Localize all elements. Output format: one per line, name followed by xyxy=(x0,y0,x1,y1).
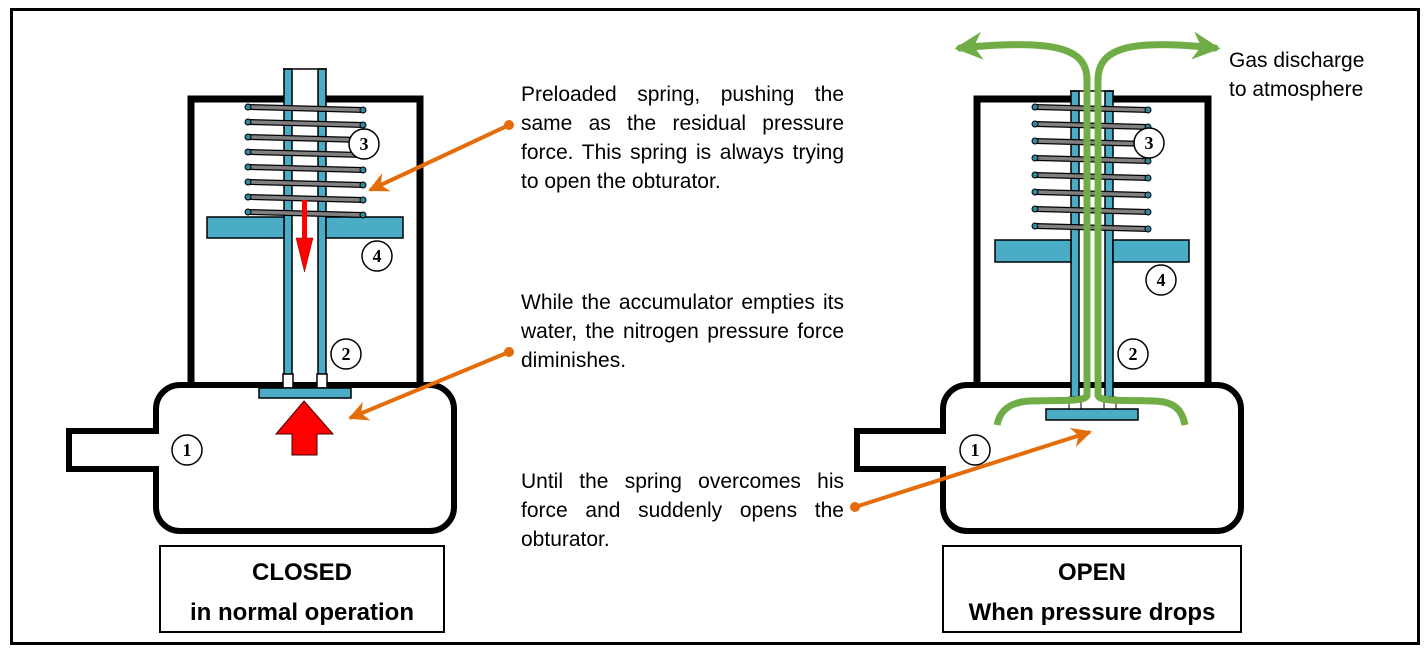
spring-coil xyxy=(1031,222,1152,233)
spring-force-arrow xyxy=(295,200,314,273)
gas-label-line2: to atmosphere xyxy=(1229,78,1364,101)
part-number-2: 2 xyxy=(1117,338,1149,370)
spring-housing xyxy=(973,95,1212,385)
inlet-pipe xyxy=(854,428,952,472)
spring-coil xyxy=(244,103,367,114)
gas-label-line1: Gas discharge xyxy=(1229,49,1365,72)
svg-text:1: 1 xyxy=(971,440,980,460)
pressure-description: While the accumulator empties its water,… xyxy=(521,291,844,372)
part-number-1: 1 xyxy=(171,434,203,466)
closed-caption: CLOSED in normal operation xyxy=(159,545,445,633)
pressure-force-arrow xyxy=(274,400,335,456)
obturator-disc xyxy=(1045,408,1139,421)
closed-valve: 3 4 2 1 xyxy=(66,68,457,534)
spring-description: Preloaded spring, pushing the same as th… xyxy=(521,83,844,193)
pointer-pressure xyxy=(348,347,514,421)
svg-text:4: 4 xyxy=(373,246,382,266)
spring-coil xyxy=(244,193,367,204)
spring-coil xyxy=(244,133,367,144)
open-subtitle: When pressure drops xyxy=(968,599,1216,626)
pointer-spring xyxy=(368,120,514,192)
spring-coil xyxy=(244,178,367,189)
svg-text:3: 3 xyxy=(1145,133,1154,153)
open-title: OPEN xyxy=(1057,559,1126,586)
open-caption: OPEN When pressure drops xyxy=(942,545,1242,633)
gas-discharge-label: Gas discharge to atmosphere xyxy=(1229,46,1364,104)
spring-coil xyxy=(1031,137,1152,148)
spring-coil xyxy=(1031,120,1152,131)
stem-tube xyxy=(1068,90,1117,410)
spring-coils xyxy=(1031,103,1152,233)
spring-coil xyxy=(244,118,367,129)
spring-coil xyxy=(244,163,367,174)
spring-coil xyxy=(1031,188,1152,199)
closed-title: CLOSED xyxy=(251,559,352,586)
closed-subtitle: in normal operation xyxy=(189,599,414,626)
part-number-3: 3 xyxy=(1133,127,1165,159)
spring-plate xyxy=(206,216,404,239)
spring-coil xyxy=(1031,205,1152,216)
part-number-3: 3 xyxy=(348,128,380,160)
obturator-disc xyxy=(258,387,352,399)
svg-text:3: 3 xyxy=(360,134,369,154)
inlet-pipe xyxy=(66,428,164,472)
svg-text:1: 1 xyxy=(183,440,192,460)
spring-coil xyxy=(1031,154,1152,165)
svg-text:4: 4 xyxy=(1157,270,1166,290)
part-number-2: 2 xyxy=(330,338,362,370)
spring-coil xyxy=(1031,171,1152,182)
part-number-4: 4 xyxy=(361,240,393,272)
spring-plate xyxy=(994,239,1190,263)
part-number-4: 4 xyxy=(1145,264,1177,296)
opening-description: Until the spring overcomes his force and… xyxy=(521,470,844,551)
svg-text:2: 2 xyxy=(342,344,351,364)
spring-housing xyxy=(187,95,424,385)
open-valve: 3 4 2 1 xyxy=(854,31,1244,534)
gas-flow xyxy=(954,31,1221,426)
spring-coil xyxy=(244,148,367,159)
pointer-opening xyxy=(850,427,1092,512)
part-number-1: 1 xyxy=(959,434,991,466)
svg-text:2: 2 xyxy=(1129,344,1138,364)
spring-coil xyxy=(1031,103,1152,114)
diagram-frame xyxy=(10,8,1420,645)
